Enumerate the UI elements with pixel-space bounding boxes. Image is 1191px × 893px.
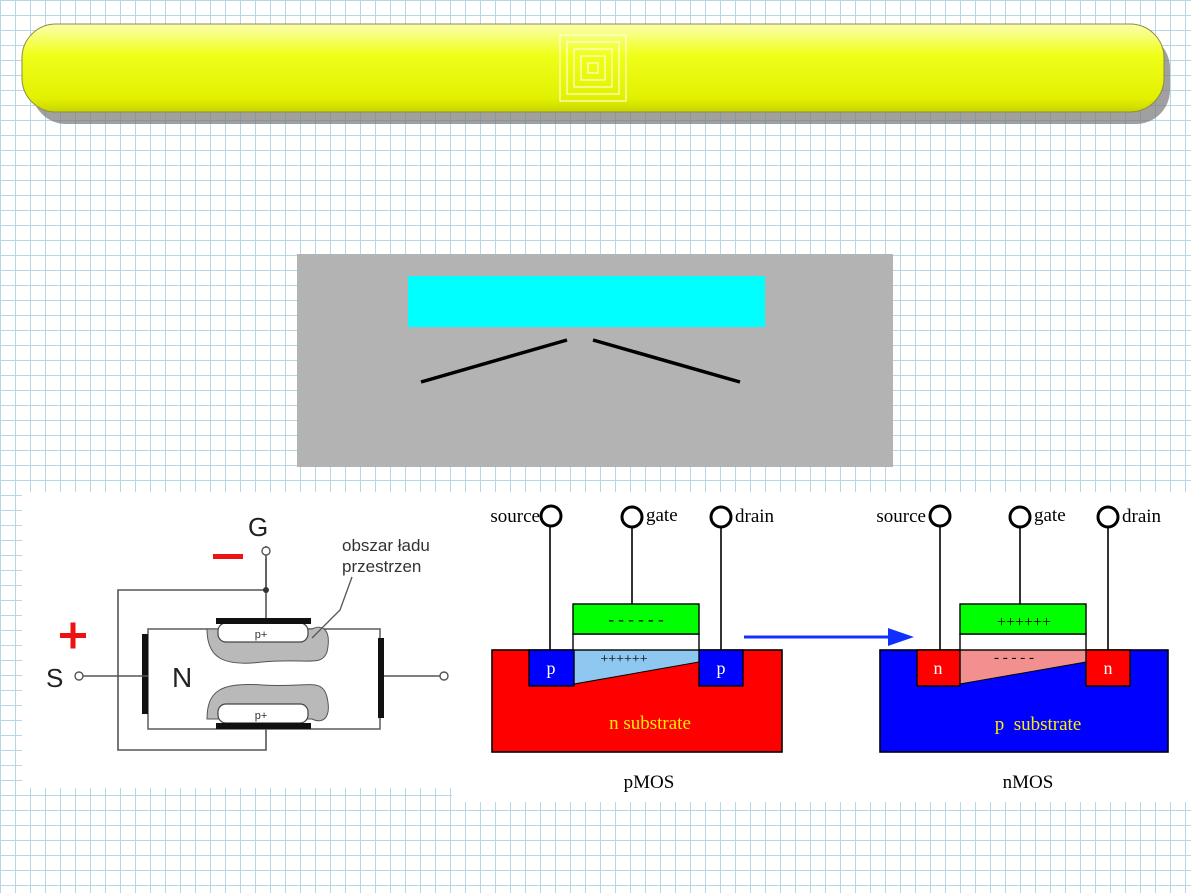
nmos-drain-terminal — [1096, 505, 1120, 529]
drain-terminal — [439, 671, 449, 681]
pmos-source-label: source — [490, 506, 540, 527]
body-label: N — [172, 662, 192, 693]
nmos-gate-terminal — [1008, 505, 1032, 529]
banner-center-ornament — [559, 34, 627, 102]
nmos-structure: source gate drain ++++++ - - - - - n n p… — [876, 504, 1169, 793]
pmos-structure: source gate drain - - - - - - ++++++ p p… — [490, 504, 783, 793]
pmos-oxide — [572, 633, 700, 651]
annotation-line-2: przestrzen — [342, 557, 421, 576]
nmos-right-well-label: n — [1104, 658, 1113, 678]
nmos-gate-charge: ++++++ — [997, 614, 1051, 631]
nmos-gate — [959, 603, 1087, 635]
mos-diagram: source gate drain - - - - - - ++++++ p p… — [452, 492, 1191, 802]
annotation-line-1: obszar ładu — [342, 536, 430, 555]
pmos-right-well-label: p — [717, 658, 726, 678]
nmos-source-terminal — [928, 504, 952, 528]
nmos-caption: nMOS — [1003, 772, 1054, 793]
nmos-substrate-label: p substrate — [995, 714, 1082, 735]
branch-line-right — [592, 338, 741, 384]
branch-line-left — [420, 338, 568, 384]
pmos-drain-terminal — [709, 505, 733, 529]
nmos-left-well — [916, 649, 961, 687]
nmos-oxide — [959, 633, 1087, 651]
pmos-gate-charge: - - - - - - — [608, 610, 664, 629]
p-plus-top-label: p+ — [255, 629, 268, 641]
transition-arrow-icon — [744, 628, 914, 646]
plus-sign-icon — [60, 622, 86, 649]
p-plus-bottom-label: p+ — [255, 710, 268, 722]
pmos-gate — [572, 603, 700, 635]
pmos-source-terminal — [539, 504, 563, 528]
nmos-drain-label: drain — [1122, 506, 1162, 527]
pmos-left-well-label: p — [547, 658, 556, 678]
gate-label: G — [248, 512, 268, 542]
cyan-box — [408, 276, 765, 327]
source-label: S — [46, 663, 63, 693]
annotation-leader — [311, 576, 353, 639]
nmos-source-label: source — [876, 506, 926, 527]
classification-panel — [297, 254, 893, 467]
pmos-drain-label: drain — [735, 506, 775, 527]
pmos-channel-charge: ++++++ — [600, 652, 647, 667]
nmos-right-well — [1085, 649, 1131, 687]
pmos-gate-terminal — [620, 505, 644, 529]
pmos-substrate-label: n substrate — [609, 713, 691, 734]
jfet-diagram: p+ p+ G S N obszar ładu przestrzen — [22, 492, 452, 788]
minus-sign-icon — [213, 554, 243, 559]
nmos-left-well-label: n — [934, 658, 943, 678]
nmos-channel-charge: - - - - - — [994, 650, 1034, 666]
nmos-gate-label: gate — [1034, 505, 1066, 526]
gate-terminal — [261, 546, 271, 556]
pmos-left-well — [528, 649, 575, 687]
pmos-right-well — [698, 649, 744, 687]
source-terminal — [74, 671, 84, 681]
pmos-gate-label: gate — [646, 505, 678, 526]
pmos-caption: pMOS — [624, 772, 675, 793]
title-banner — [21, 23, 1170, 124]
